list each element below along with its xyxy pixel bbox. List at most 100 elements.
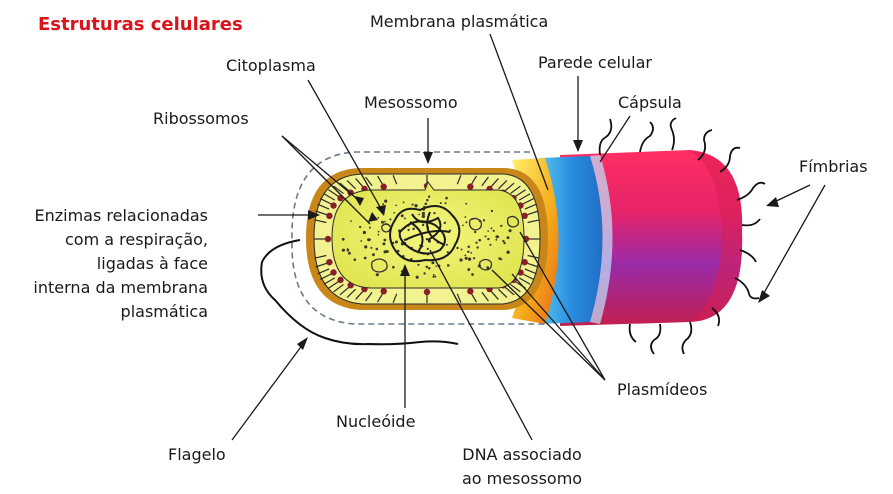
cytoplasm-dot [377, 233, 380, 236]
cytoplasm-dot [424, 202, 428, 206]
cytoplasm-dot [464, 254, 467, 257]
label-enzimas-line-2: com a respiração, [64, 230, 208, 249]
diagram-title: Estruturas celulares [38, 14, 243, 35]
cytoplasm-dot [427, 267, 431, 270]
membrane-tick [527, 219, 540, 224]
membrane-tick [522, 273, 534, 280]
membrane-tick [526, 262, 539, 268]
nucleoid [389, 205, 461, 263]
cell-wall-band [540, 155, 613, 324]
ribosome [324, 235, 332, 243]
membrane-tick [339, 286, 350, 296]
cytoplasm-dot [363, 256, 367, 260]
cytoplasm-dot [425, 238, 429, 241]
cytoplasm-dots [341, 195, 512, 279]
cytoplasm-dot [464, 256, 468, 260]
membrane-tick [490, 178, 499, 188]
membrane-tick [365, 291, 373, 302]
membrane-tick [392, 174, 398, 185]
cytoplasm-dot [347, 251, 351, 255]
cytoplasm-dot [375, 273, 379, 277]
cytoplasm-dot [497, 235, 500, 238]
cytoplasm-dot [395, 204, 397, 207]
label-dna-line-2: ao mesossomo [462, 469, 583, 488]
label-citoplasma: Citoplasma [226, 56, 316, 75]
membrane-tick [320, 198, 332, 205]
membrane-tick [314, 254, 327, 259]
membrane-tick [355, 290, 364, 300]
cytoplasm-dot [506, 250, 510, 254]
cytoplasm-dot [433, 212, 436, 215]
cytoplasm-dot [404, 217, 406, 220]
membrane-tick [504, 286, 515, 296]
ribosome [326, 212, 333, 220]
ribosome [330, 202, 337, 209]
cytoplasm-dot [508, 229, 512, 233]
ribosome [521, 212, 528, 220]
cytoplasm-dot [400, 214, 404, 218]
membrane-tick [323, 277, 336, 285]
cytoplasm-dot [467, 250, 470, 253]
cytoplasm-dot [431, 261, 435, 265]
label-capsula: Cápsula [618, 93, 682, 112]
cytoplasm-dot [341, 237, 345, 241]
cytoplasm-dot [459, 258, 463, 262]
cytoplasm-dot [370, 246, 373, 249]
cytoplasm-dot [446, 264, 450, 267]
cytoplasm-dot [421, 214, 426, 219]
cytoplasm-dot [439, 202, 442, 205]
cytoplasm-dot [432, 273, 435, 276]
label-dna-associado: DNA associado ao mesossomo [462, 443, 582, 491]
fimbriae [598, 117, 766, 355]
membrane-tick [518, 277, 531, 285]
cytoplasm-dot [360, 240, 363, 242]
cytoplasm-dot [467, 245, 471, 249]
cytoplasm-dot [467, 268, 471, 271]
cytoplasm-dot [384, 220, 386, 223]
label-flagelo: Flagelo [168, 445, 226, 464]
cytoplasm-dot [432, 275, 435, 278]
cytoplasm-dot [381, 220, 384, 224]
cytoplasm-dot [346, 248, 349, 250]
cytoplasm-dot [434, 275, 437, 278]
ribosome [330, 269, 337, 276]
cytoplasm-dot [427, 195, 431, 198]
label-parede-celular: Parede celular [538, 53, 652, 72]
cytoplasm-dot [384, 199, 388, 203]
cytoplasm-dot [478, 238, 482, 242]
membrane-tick [315, 210, 328, 216]
cytoplasm-dot [490, 209, 494, 213]
cytoplasm-dot [500, 224, 503, 228]
cytoplasm-dot [470, 252, 473, 254]
membrane-tick [323, 193, 336, 201]
cytoplasm-dot [362, 230, 367, 235]
cytoplasm-dot [423, 272, 426, 275]
label-enzimas: Enzimas relacionadas com a respiração, l… [33, 204, 208, 324]
cytoplasm-dot [383, 250, 387, 254]
membrane-tick [327, 280, 340, 289]
cytoplasm-dot [506, 236, 510, 240]
cytoplasm-dot [465, 221, 468, 224]
cytoplasm-dot [465, 202, 468, 205]
membrane-tick [481, 291, 489, 302]
cytoplasm-dot [487, 237, 490, 241]
membrane-tick [490, 290, 499, 300]
cytoplasm-dot [421, 223, 425, 227]
membrane-tick [320, 273, 332, 280]
ribosome [380, 288, 387, 295]
cytoplasm-dot [393, 211, 396, 214]
ribosome [521, 258, 528, 266]
membrane-tick [526, 210, 539, 216]
cytoplasm-dot [368, 226, 371, 229]
cytoplasm-dot [490, 227, 493, 230]
membrane-tick [522, 198, 534, 205]
cytoplasm-dot [358, 225, 362, 229]
capsule-outline [291, 151, 545, 325]
cytoplasm-dot [482, 219, 486, 222]
membrane-tick [514, 189, 527, 198]
membrane-tick [481, 176, 489, 187]
cytoplasm-dot [492, 229, 495, 232]
cytoplasm-dot [394, 240, 398, 244]
ribosome [380, 183, 387, 190]
